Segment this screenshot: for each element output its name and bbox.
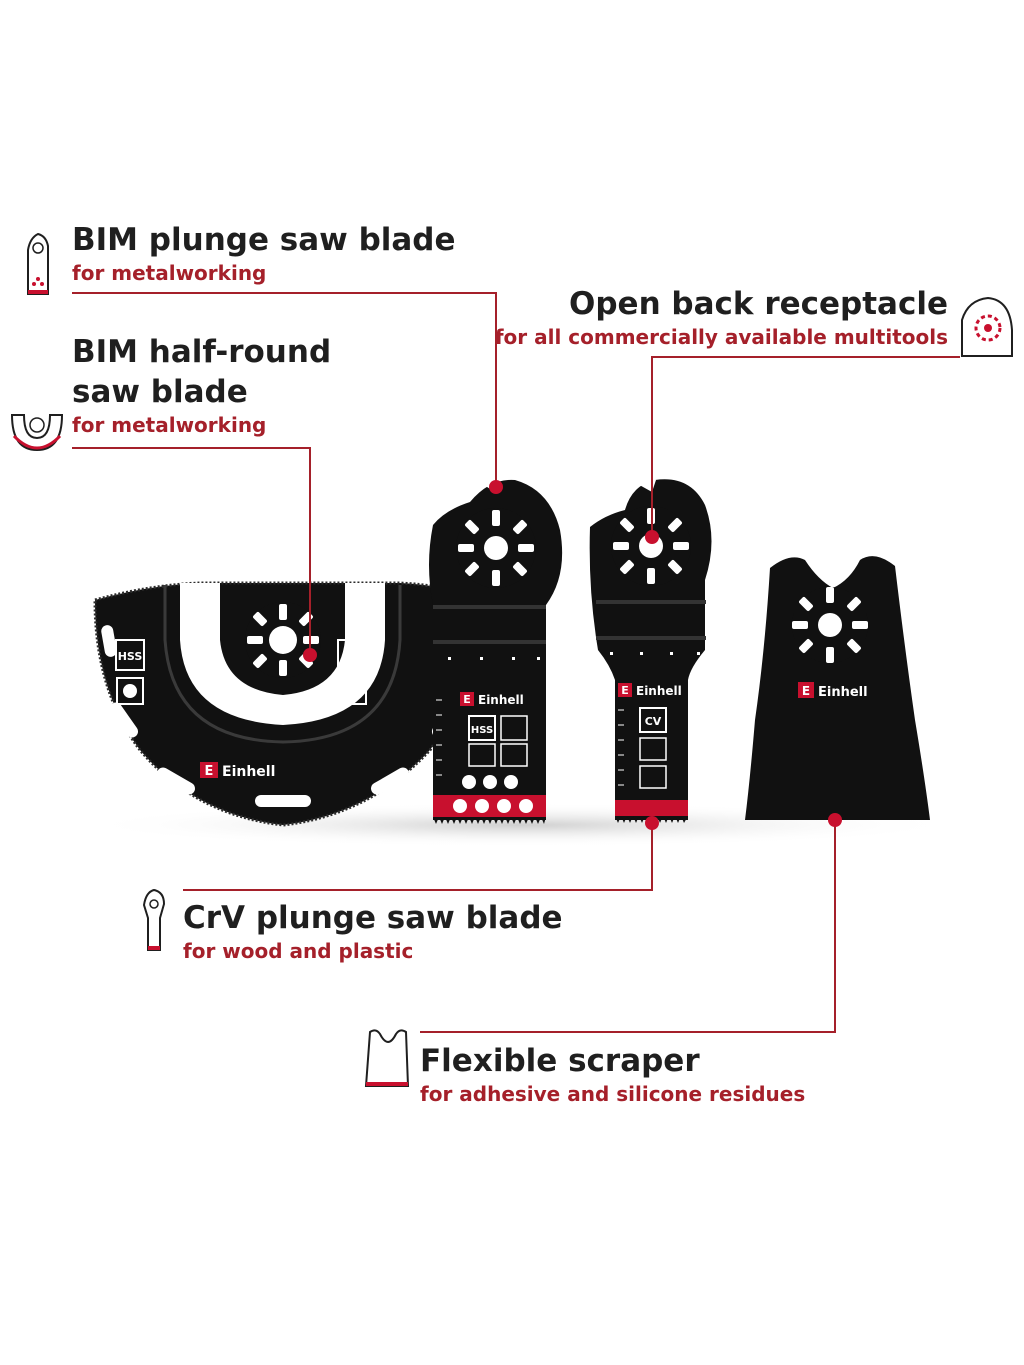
half-round-blade-icon [10,414,64,452]
half-round-blade: HSS E Einhell [93,581,474,827]
bim-plunge-blade: E Einhell HSS [429,474,563,824]
callout-title: Flexible scraper [420,1043,700,1079]
bim-plunge-mark: HSS [471,725,493,736]
receptacle-icon [961,296,1013,357]
callout-title: Open back receptacle [569,286,948,322]
crv-blade-icon [142,888,166,951]
callout-subtitle: for adhesive and silicone residues [420,1082,806,1106]
callout-subtitle: for metalworking [72,261,267,285]
callout-bim-half-round: BIM half-round saw blade for metalworkin… [72,332,331,438]
leader-lines [72,292,960,1033]
callout-subtitle: for all commercially available multitool… [494,325,948,349]
callout-title-line1: BIM half-round [72,334,332,370]
flexible-scraper: E Einhell [745,556,930,820]
callout-open-back: Open back receptacle for all commerciall… [495,284,948,350]
bim-plunge-brand: Einhell [478,693,524,707]
svg-text:E: E [205,764,214,779]
crv-plunge-mark: CV [645,715,662,728]
plunge-blade-icon [27,232,49,295]
svg-text:E: E [621,684,629,697]
svg-text:E: E [463,693,471,706]
callout-title: BIM plunge saw blade [72,222,456,258]
crv-plunge-blade: E Einhell CV [589,476,712,823]
callout-subtitle: for metalworking [72,413,267,437]
callout-title-line2: saw blade [72,374,248,410]
callout-scraper: Flexible scraper for adhesive and silico… [420,1041,805,1107]
leader-dots [303,480,842,830]
callout-bim-plunge: BIM plunge saw blade for metalworking [72,220,456,286]
half-round-mark: HSS [118,650,143,663]
callout-subtitle: for wood and plastic [183,939,414,963]
scraper-icon [364,1029,410,1087]
crv-plunge-brand: Einhell [636,684,682,698]
half-round-brand: Einhell [222,764,275,780]
callout-crv-plunge: CrV plunge saw blade for wood and plasti… [183,898,563,964]
callout-title: CrV plunge saw blade [183,900,563,936]
svg-text:E: E [802,684,810,698]
scraper-brand: Einhell [818,685,868,700]
